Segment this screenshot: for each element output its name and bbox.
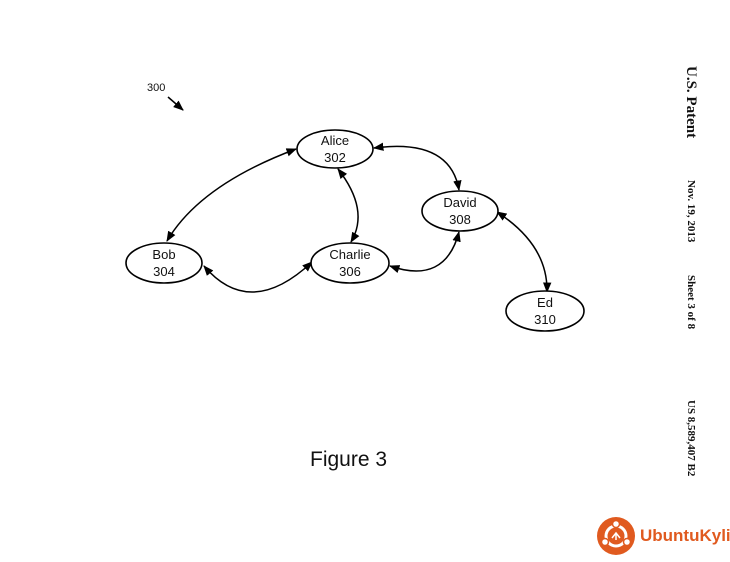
node-name: Alice [321,133,349,148]
ubuntukylin-watermark: UbuntuKylin [596,516,730,556]
node-id: 308 [449,212,471,227]
sheet-number: Sheet 3 of 8 [685,275,697,330]
patent-number: US 8,589,407 B2 [685,400,697,477]
node-name: David [443,195,476,210]
node-id: 304 [153,264,175,279]
node-name: Ed [537,295,553,310]
node-ed: Ed 310 [505,290,585,332]
node-david: David 308 [421,190,499,232]
node-bob: Bob 304 [125,242,203,284]
patent-title: U.S. Patent [683,66,699,139]
figure-reference-number: 300 [147,82,166,94]
edge-alice-bob [166,148,297,242]
edge-bob-charlie [203,261,313,293]
figure-caption: Figure 3 [310,448,388,471]
edge-charlie-david [389,230,461,274]
edge-alice-david [372,142,462,192]
node-id: 302 [324,150,346,165]
ubuntukylin-logo-icon [597,517,635,555]
watermark-text: UbuntuKylin [640,526,730,545]
node-charlie: Charlie 306 [310,242,390,284]
node-id: 310 [534,312,556,327]
reference-arrow [167,96,184,111]
node-id: 306 [339,264,361,279]
node-name: Bob [152,247,175,262]
edge-david-ed [496,211,552,294]
node-alice: Alice 302 [296,129,374,169]
edge-alice-charlie [337,168,360,243]
patent-date: Nov. 19, 2013 [685,180,697,243]
node-name: Charlie [329,247,370,262]
